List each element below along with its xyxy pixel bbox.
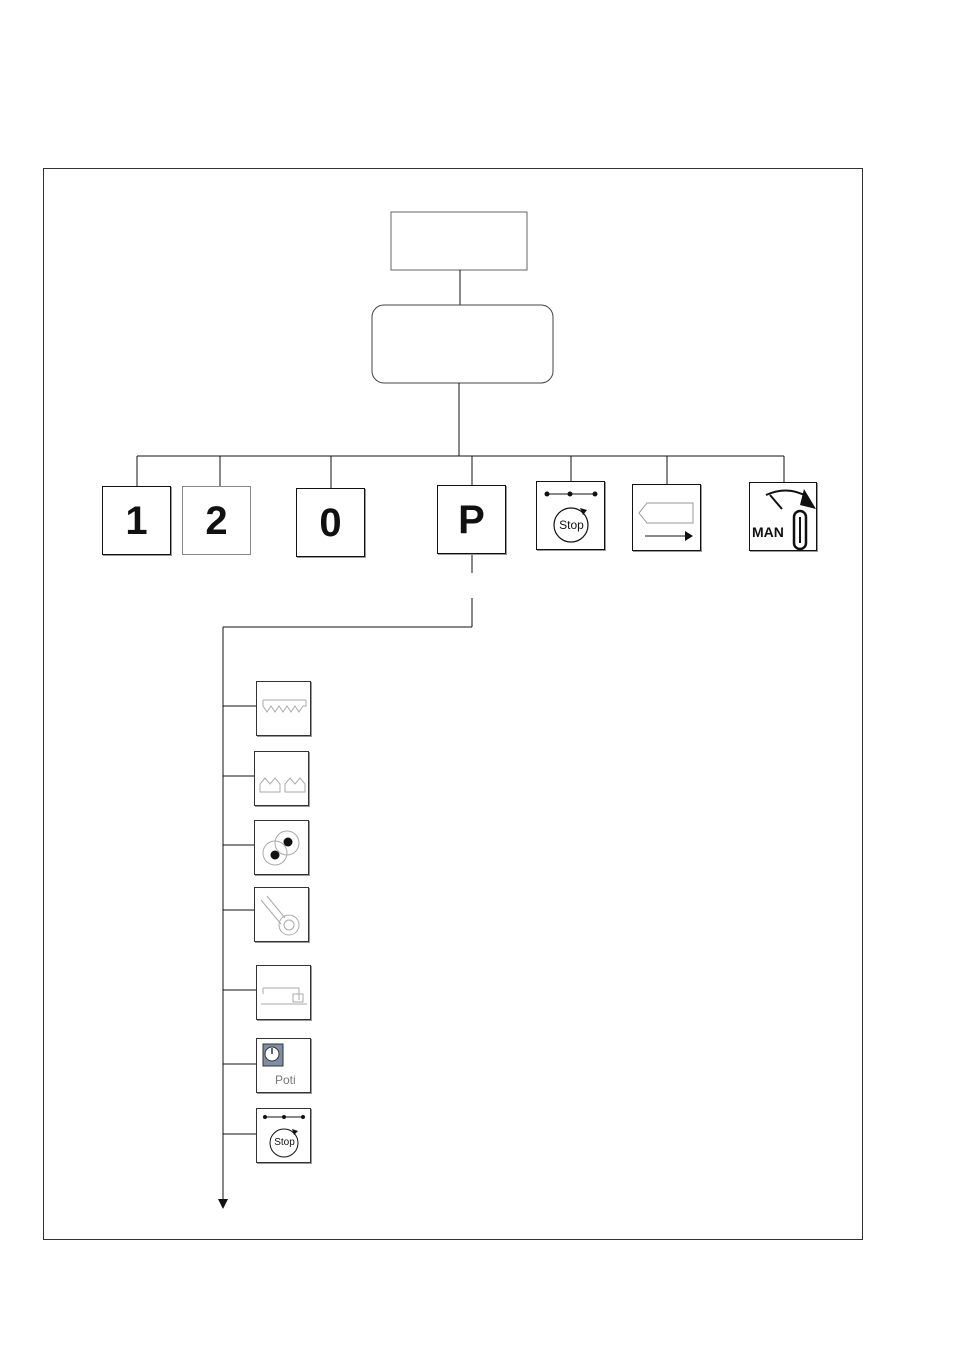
bobbin-key[interactable] bbox=[254, 820, 309, 875]
double-stitch-key[interactable] bbox=[254, 751, 309, 806]
stitch-pattern-key[interactable] bbox=[256, 681, 311, 736]
poti-key[interactable]: Poti bbox=[256, 1038, 311, 1093]
man-label: MAN bbox=[752, 524, 784, 540]
stop-label: Stop bbox=[559, 518, 584, 532]
poti-icon bbox=[262, 1043, 284, 1067]
stop-key[interactable]: Stop bbox=[256, 1108, 311, 1163]
digit-1-label: 1 bbox=[125, 498, 148, 543]
diagram-frame bbox=[43, 168, 863, 1240]
manual-mode-key[interactable]: MAN bbox=[749, 482, 817, 551]
tape-feed-key[interactable] bbox=[632, 484, 701, 551]
knee-lever-key[interactable] bbox=[254, 887, 309, 942]
machine-icon bbox=[261, 987, 307, 1005]
root-box bbox=[390, 211, 528, 271]
digit-0-key[interactable]: 0 bbox=[296, 488, 365, 557]
digit-2-key[interactable]: 2 bbox=[182, 486, 251, 555]
digit-2-label: 2 bbox=[205, 498, 228, 543]
stitch-pattern-icon bbox=[262, 699, 307, 713]
stop-positioning-key[interactable]: Stop bbox=[536, 481, 605, 550]
poti-label: Poti bbox=[275, 1073, 296, 1087]
arrow-down-icon bbox=[218, 1199, 228, 1209]
digit-1-key[interactable]: 1 bbox=[102, 486, 171, 555]
p-label: P bbox=[458, 497, 485, 542]
stop-positioning-icon bbox=[544, 491, 598, 543]
menu-rounded-box bbox=[371, 304, 554, 384]
p-key[interactable]: P bbox=[437, 485, 506, 554]
double-stitch-icon bbox=[259, 777, 306, 793]
stop-icon bbox=[263, 1115, 305, 1158]
machine-key[interactable] bbox=[256, 965, 311, 1020]
manual-mode-icon bbox=[765, 489, 816, 551]
digit-0-label: 0 bbox=[319, 500, 342, 545]
stop-sub-label: Stop bbox=[274, 1137, 295, 1148]
tape-feed-icon bbox=[638, 502, 694, 541]
knee-lever-icon bbox=[260, 895, 300, 936]
bobbin-icon bbox=[262, 830, 300, 866]
